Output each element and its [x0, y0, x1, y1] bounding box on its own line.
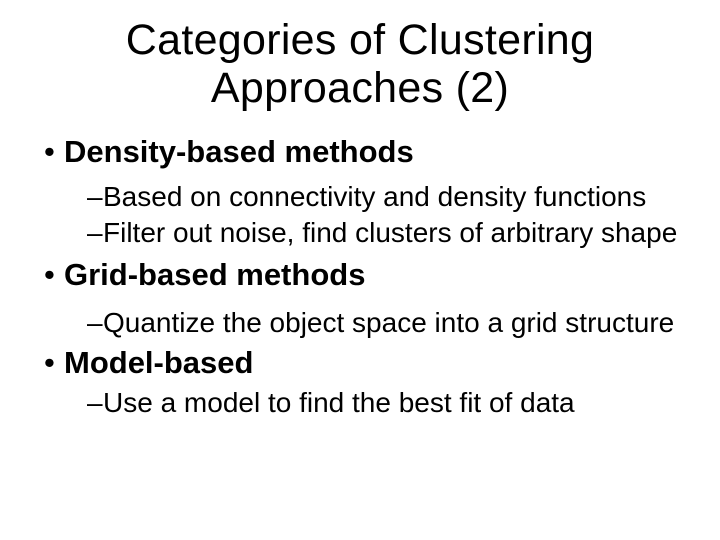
- bullet-item-density: • Density-based methods: [44, 136, 414, 167]
- sub-bullet-text: Filter out noise, find clusters of arbit…: [103, 217, 678, 248]
- dash-marker: –: [87, 387, 103, 418]
- bullet-text: Model-based: [64, 345, 254, 380]
- bullet-text: Density-based methods: [64, 134, 414, 169]
- sub-bullet-item-quantize: –Quantize the object space into a grid s…: [87, 309, 674, 337]
- bullet-marker: •: [44, 345, 55, 380]
- sub-bullet-text: Quantize the object space into a grid st…: [103, 307, 675, 338]
- dash-marker: –: [87, 307, 103, 338]
- slide-title: Categories of Clustering Approaches (2): [0, 16, 720, 112]
- dash-marker: –: [87, 181, 103, 212]
- sub-bullet-item-noise: –Filter out noise, find clusters of arbi…: [87, 219, 677, 247]
- sub-bullet-item-connectivity: –Based on connectivity and density funct…: [87, 183, 646, 211]
- sub-bullet-text: Based on connectivity and density functi…: [103, 181, 647, 212]
- sub-bullet-item-fit: –Use a model to find the best fit of dat…: [87, 389, 575, 417]
- bullet-text: Grid-based methods: [64, 257, 366, 292]
- bullet-marker: •: [44, 257, 55, 292]
- sub-bullet-text: Use a model to find the best fit of data: [103, 387, 575, 418]
- bullet-item-grid: • Grid-based methods: [44, 259, 365, 290]
- slide-title-line-1: Categories of Clustering: [125, 16, 595, 64]
- bullet-item-model: • Model-based: [44, 347, 253, 378]
- bullet-marker: •: [44, 134, 55, 169]
- slide-title-line-2: Approaches (2): [210, 64, 510, 112]
- dash-marker: –: [87, 217, 103, 248]
